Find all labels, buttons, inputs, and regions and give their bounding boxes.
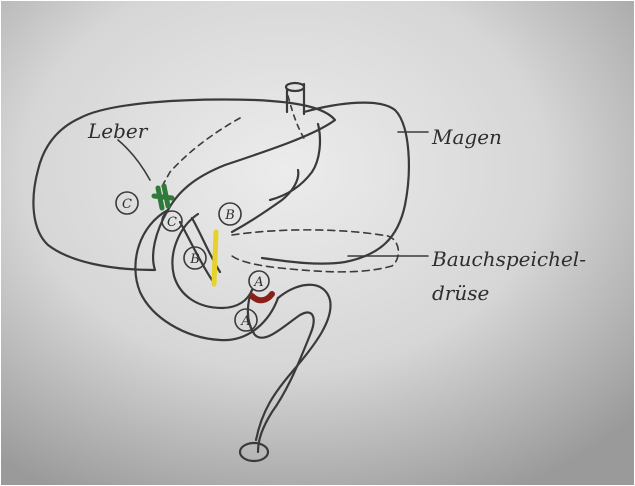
marker-b-upper: B	[224, 208, 235, 223]
marker-a-lower: A	[240, 314, 250, 329]
marker-c-outer: C	[122, 197, 132, 212]
marker-b-lower: B	[189, 252, 200, 267]
marker-a-upper: A	[253, 275, 263, 290]
marker-yellow	[214, 232, 216, 284]
marker-c-inner: C	[167, 215, 177, 230]
label-stomach: Magen	[431, 125, 502, 149]
label-pancreas-line1: Bauchspeichel-	[431, 247, 586, 271]
label-pancreas-line2: drüse	[432, 281, 489, 305]
label-liver: Leber	[87, 119, 149, 143]
